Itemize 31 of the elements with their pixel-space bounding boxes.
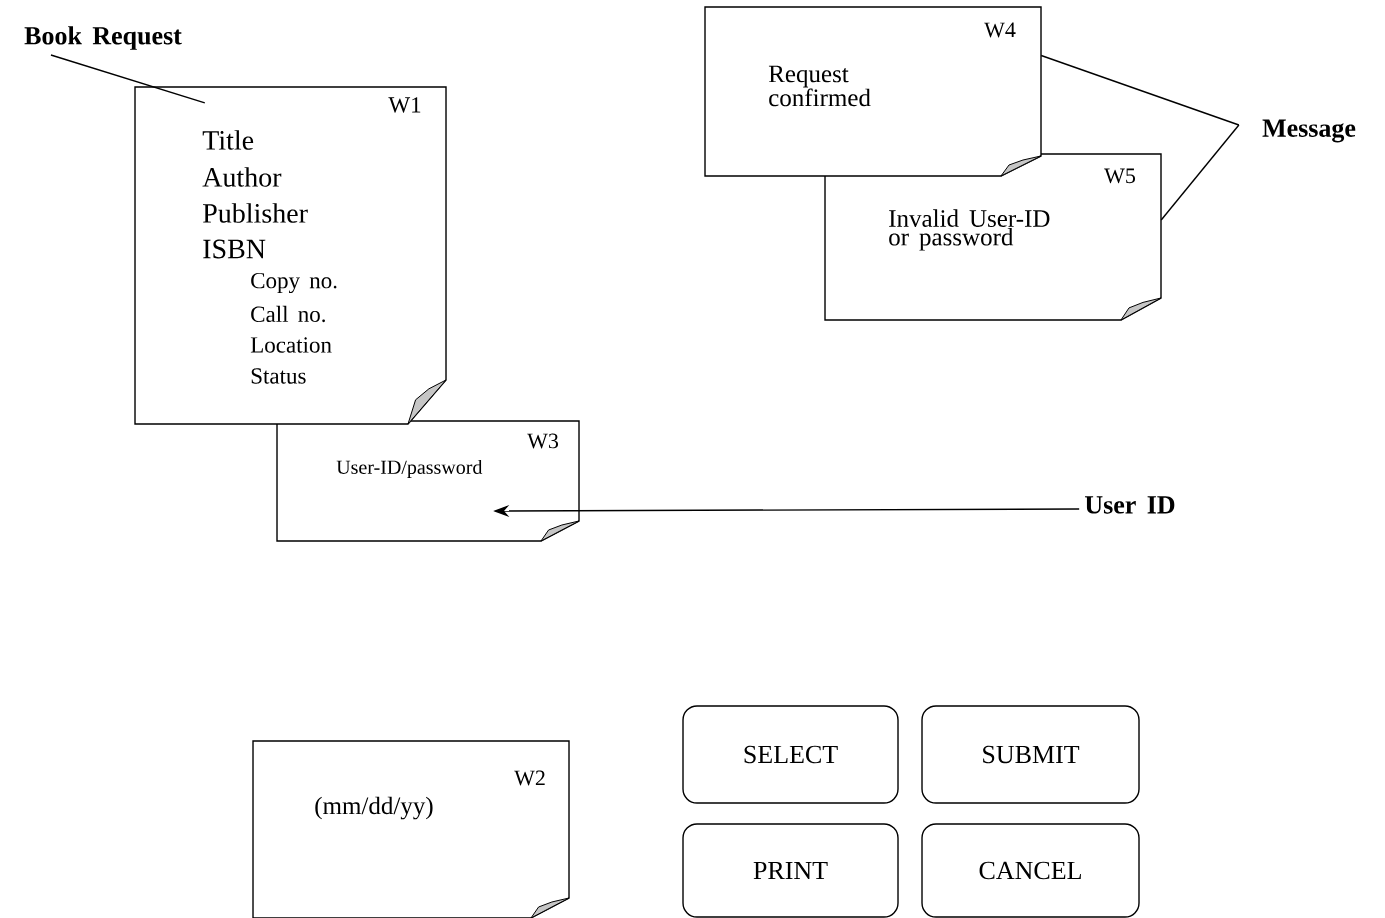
message-text: Request confirmed [768, 65, 871, 107]
window-id: W2 [514, 770, 545, 786]
note-window [276, 420, 580, 542]
note-window [824, 153, 1162, 321]
leader-line [1040, 54, 1240, 126]
window-id: W5 [1104, 168, 1136, 184]
push-button: PRINT [682, 823, 899, 918]
callout-label: User ID [1085, 496, 1175, 514]
window-id: W3 [527, 433, 559, 449]
field-label: Call no. [251, 305, 325, 323]
note-window [252, 740, 570, 918]
callout-label: Book Request [24, 26, 182, 50]
field-label: Publisher [203, 203, 308, 223]
field-label: ISBN [203, 239, 266, 259]
field-label: Copy no. [251, 272, 337, 294]
push-button: SUBMIT [921, 705, 1140, 804]
message-text: Invalid User-ID or password [889, 209, 1050, 251]
callout-label: Message [1262, 119, 1356, 143]
leader-line [50, 54, 206, 104]
field-label: (mm/dd/yy) [315, 796, 433, 820]
window-id: W1 [388, 97, 421, 113]
field-label: Title [202, 130, 254, 150]
leader-line [1160, 124, 1240, 221]
push-button: CANCEL [921, 823, 1140, 918]
field-label: User-ID/password [336, 459, 483, 479]
push-button: SELECT [682, 705, 899, 804]
field-label: Status [251, 368, 306, 384]
note-window [704, 6, 1042, 177]
field-label: Location [250, 337, 332, 353]
window-id: W4 [984, 22, 1016, 38]
field-label: Author [202, 167, 282, 187]
